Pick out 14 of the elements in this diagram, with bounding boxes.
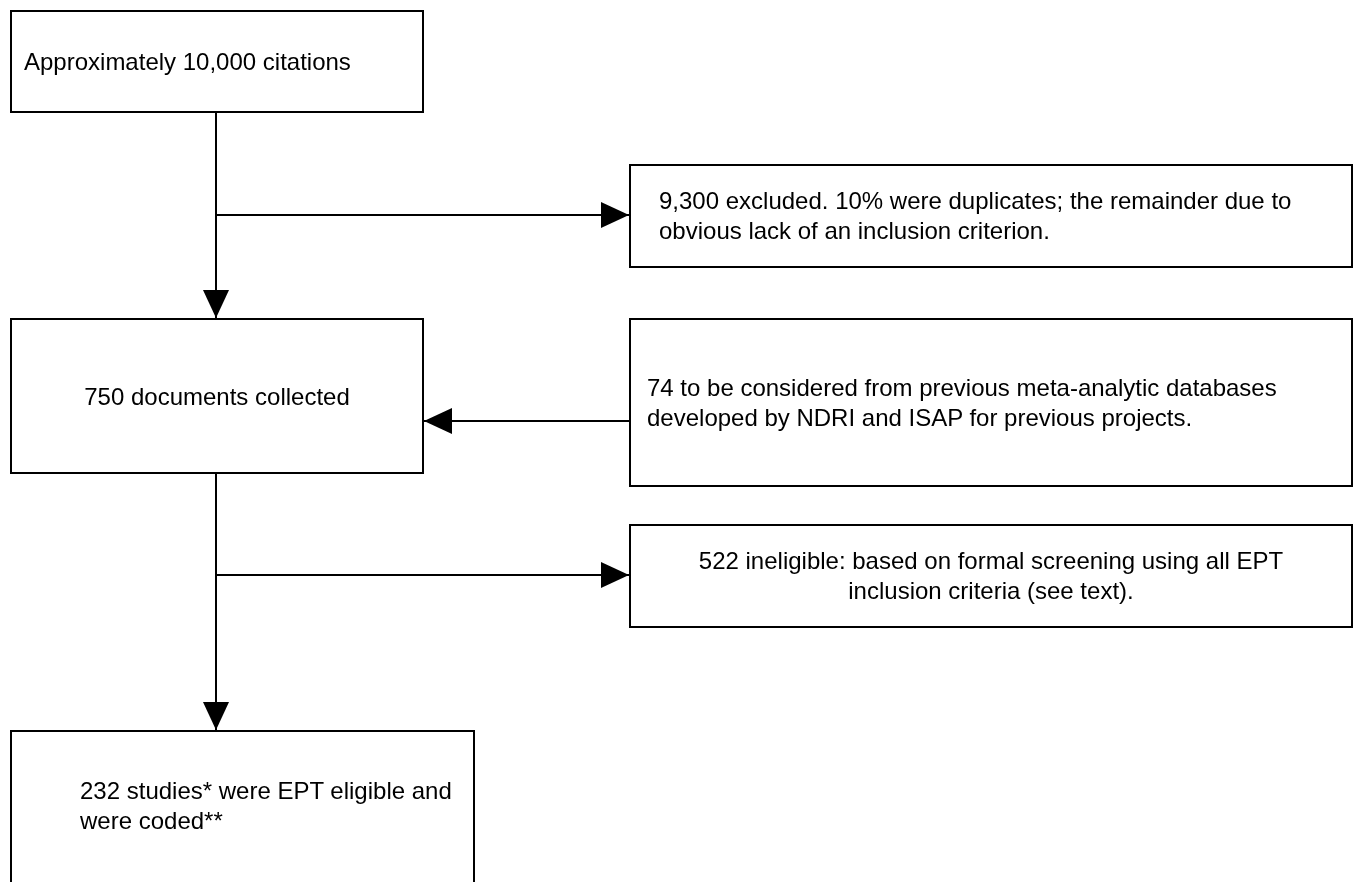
box-text: 74 to be considered from previous meta-analytic databases developed by NDRI and ISAP for previous projects. (647, 372, 1278, 433)
process-box (10, 730, 475, 882)
process-box (10, 10, 424, 113)
process-box (629, 524, 1353, 628)
process-box (629, 164, 1353, 268)
arrow (423, 408, 630, 434)
box-text: 232 studies* were EPT eligible and were coded** (80, 776, 453, 836)
process-box (10, 318, 424, 474)
arrow (203, 473, 229, 731)
box-text: Approximately 10,000 citations (24, 46, 351, 77)
process-box (629, 318, 1353, 487)
box-text: 750 documents collected (84, 382, 350, 412)
box-text: 522 ineligible: based on formal screening using all EPT inclusion criteria (see text). (697, 546, 1285, 606)
box-text: 9,300 excluded. 10% were duplicates; the remainder due to obvious lack of an inclusion criterion. (659, 186, 1293, 246)
